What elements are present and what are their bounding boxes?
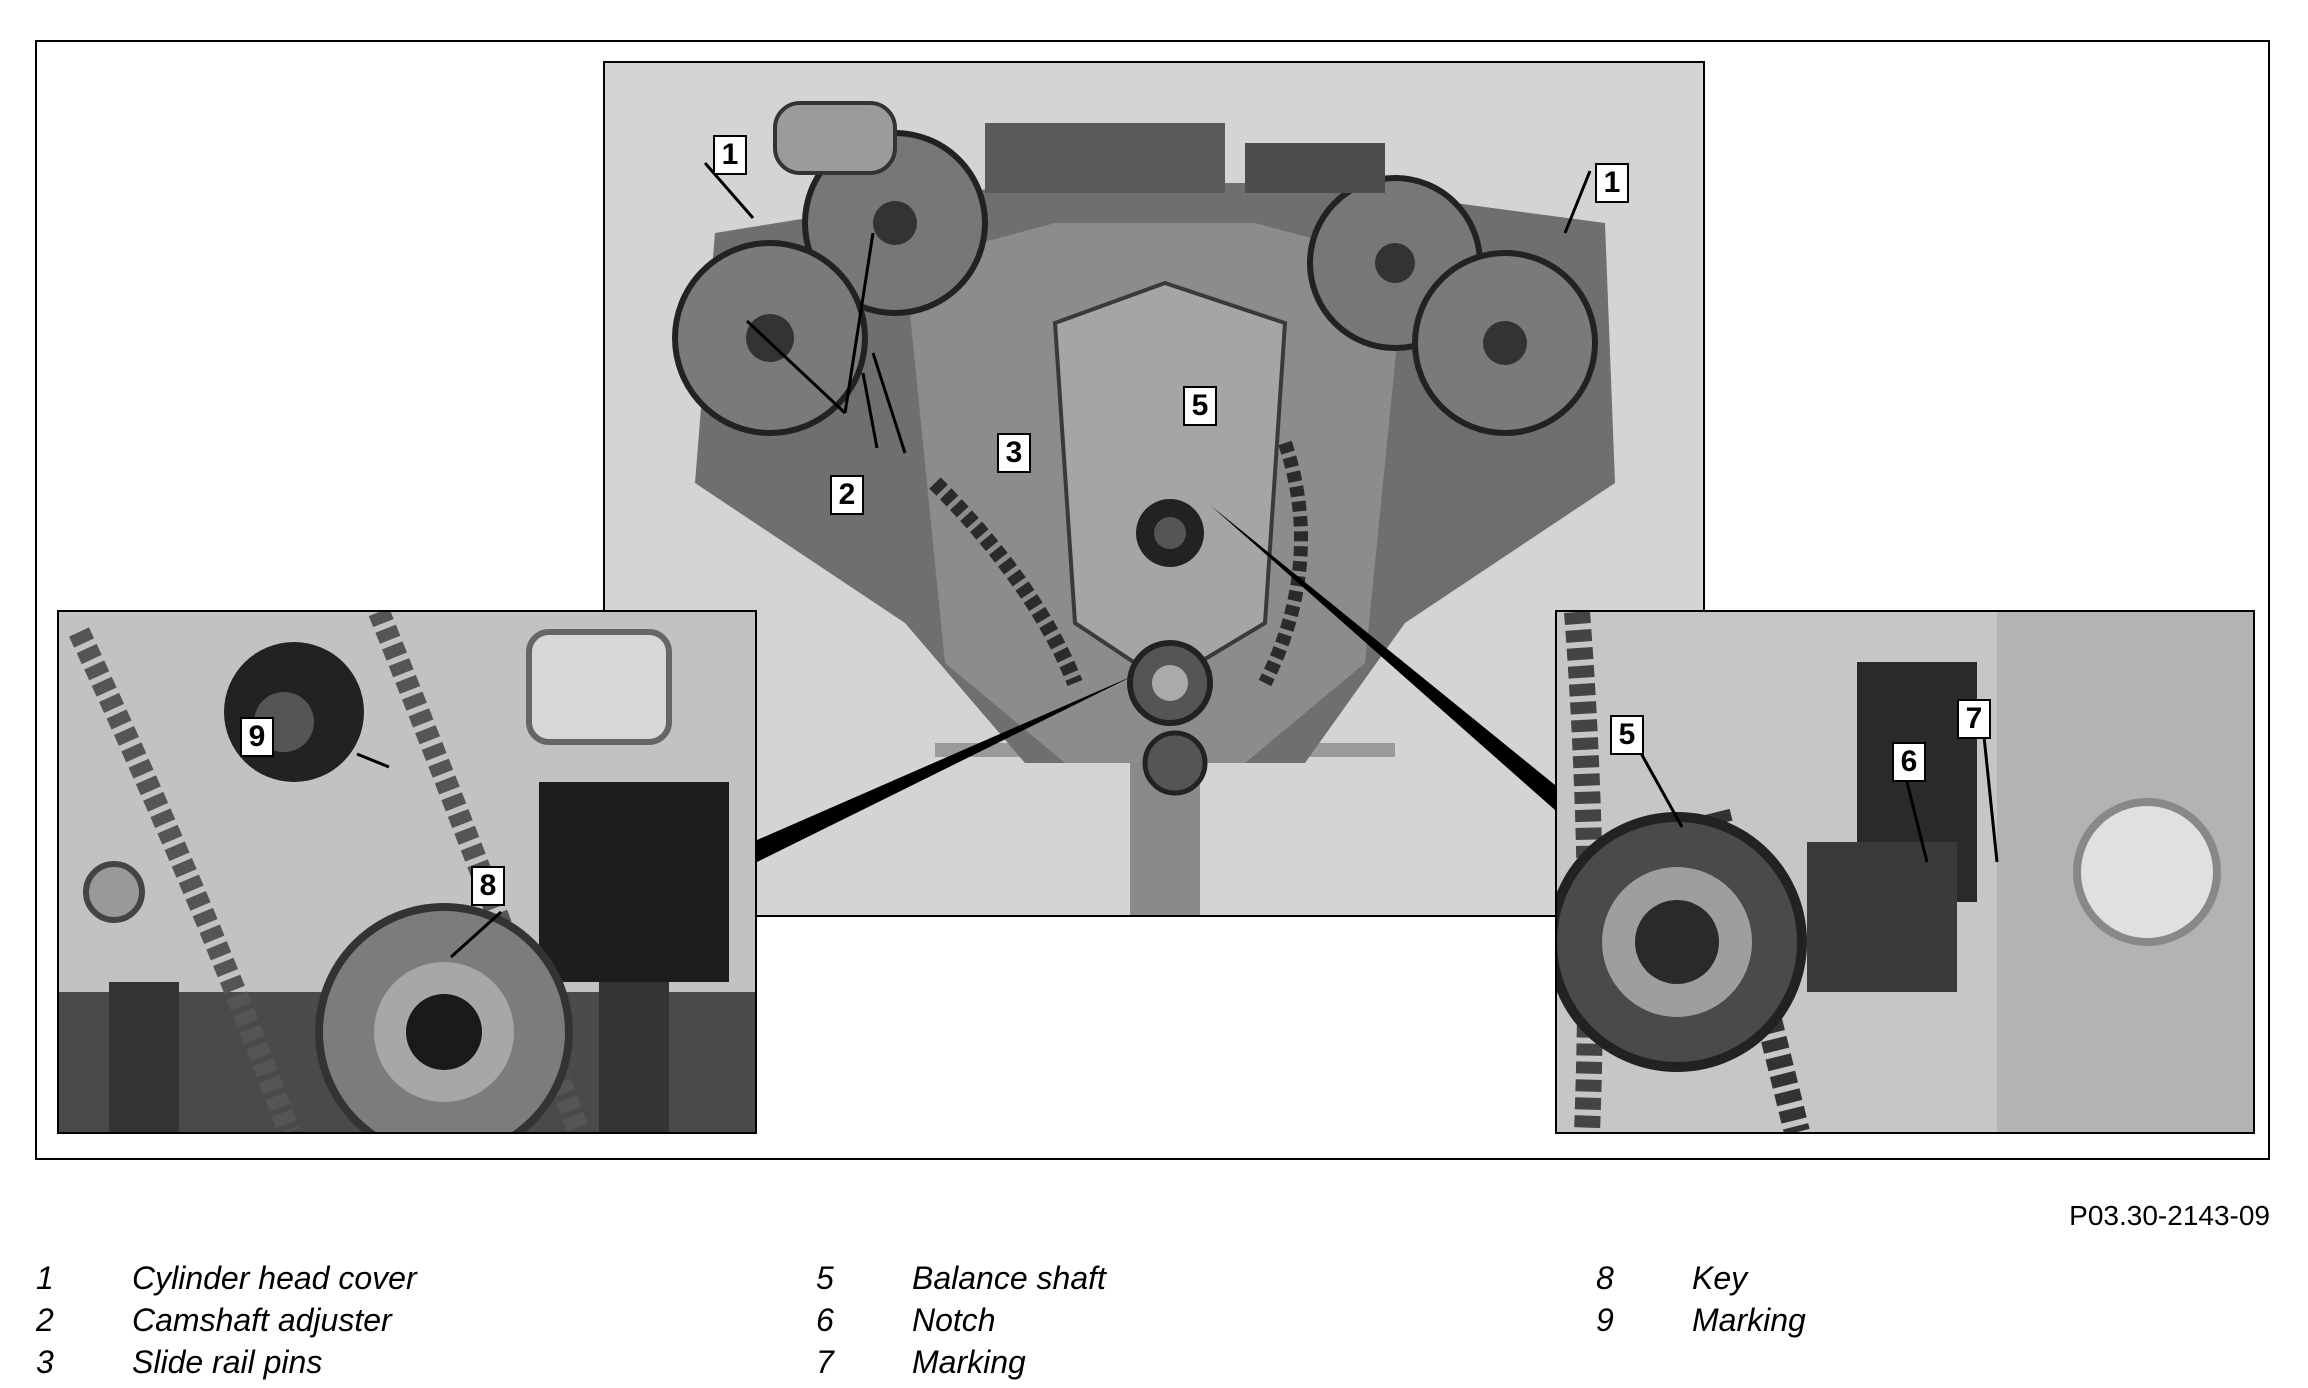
callout-8: 8 (471, 866, 505, 906)
detail-inset-right: 5 6 7 (1555, 610, 2255, 1134)
legend-number: 3 (36, 1344, 54, 1380)
figure-code: P03.30-2143-09 (2069, 1200, 2270, 1231)
legend-item: 7 Marking (808, 1344, 1106, 1386)
legend-label: Notch (912, 1302, 996, 1338)
legend-column-2: 5 Balance shaft 6 Notch 7 Marking (808, 1260, 1106, 1386)
engine-illustration (605, 63, 1703, 915)
callout-1-left: 1 (713, 135, 747, 175)
legend-label: Marking (1692, 1302, 1806, 1338)
legend-number: 1 (36, 1260, 54, 1296)
detail-inset-left: 9 8 (57, 610, 757, 1134)
legend-item: 2 Camshaft adjuster (28, 1302, 417, 1344)
crankshaft-detail-illustration (59, 612, 755, 1132)
callout-5-main: 5 (1183, 386, 1217, 426)
legend-label: Key (1692, 1260, 1748, 1296)
legend-label: Cylinder head cover (132, 1260, 417, 1296)
legend-label: Camshaft adjuster (132, 1302, 392, 1338)
engine-main-photo: 1 1 2 3 5 (603, 61, 1705, 917)
legend-label: Marking (912, 1344, 1026, 1380)
callout-2: 2 (830, 475, 864, 515)
callout-3: 3 (997, 433, 1031, 473)
legend-item: 8 Key (1588, 1260, 1806, 1302)
callout-1-right: 1 (1595, 163, 1629, 203)
legend-label: Balance shaft (912, 1260, 1106, 1296)
callout-9: 9 (240, 717, 274, 757)
legend-label: Slide rail pins (132, 1344, 323, 1380)
legend-item: 1 Cylinder head cover (28, 1260, 417, 1302)
legend-item: 6 Notch (808, 1302, 1106, 1344)
legend-item: 3 Slide rail pins (28, 1344, 417, 1386)
legend-number: 2 (36, 1302, 54, 1338)
legend-number: 9 (1596, 1302, 1614, 1338)
legend-item: 5 Balance shaft (808, 1260, 1106, 1302)
legend-item: 9 Marking (1588, 1302, 1806, 1344)
legend-column-3: 8 Key 9 Marking (1588, 1260, 1806, 1344)
legend-number: 8 (1596, 1260, 1614, 1296)
callout-5-detail: 5 (1610, 715, 1644, 755)
callout-6: 6 (1892, 742, 1926, 782)
balance-shaft-detail-illustration (1557, 612, 2253, 1132)
legend-number: 5 (816, 1260, 834, 1296)
legend-number: 7 (816, 1344, 834, 1380)
legend-number: 6 (816, 1302, 834, 1338)
callout-7: 7 (1957, 699, 1991, 739)
